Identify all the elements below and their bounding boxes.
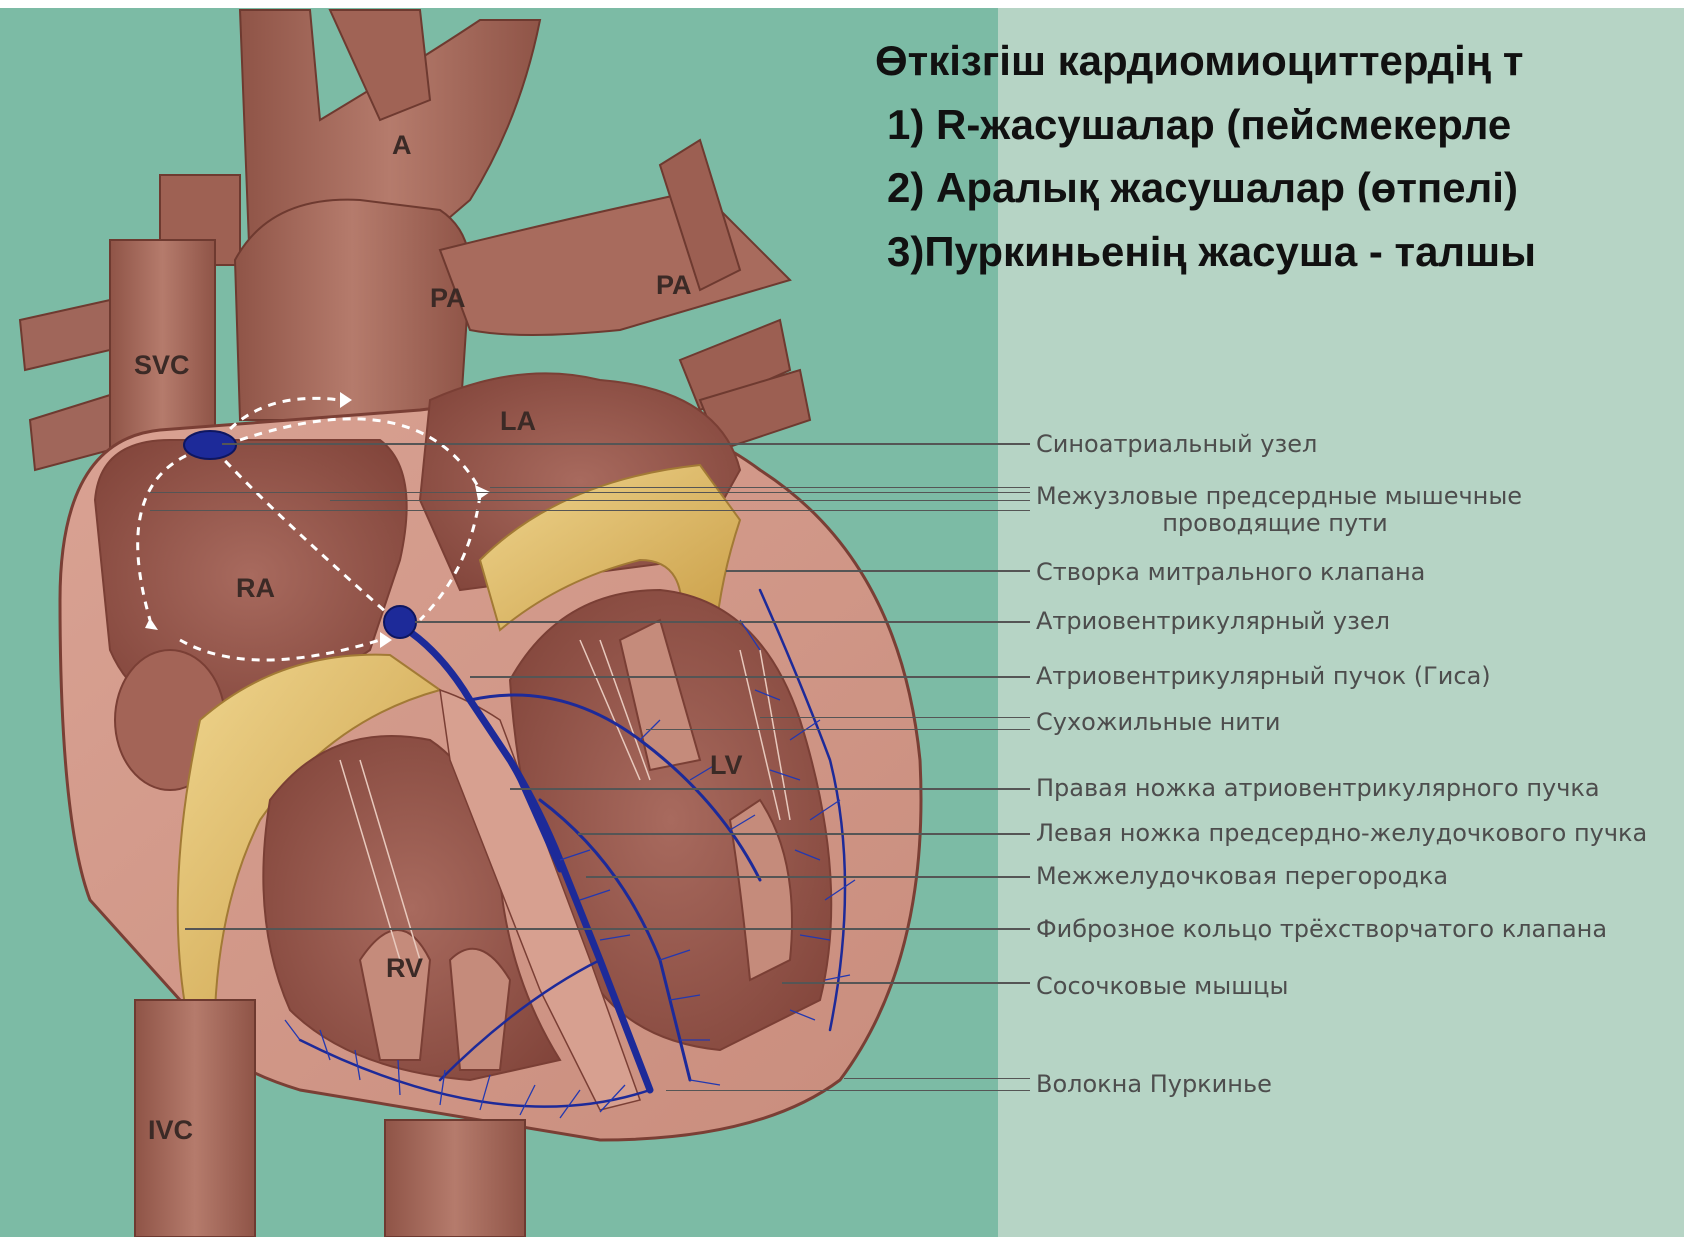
leader-internodal-2 [330, 500, 1030, 501]
heading-line-4: 3)Пуркиньенің жасуша - талшы [887, 231, 1536, 273]
label-la: LA [500, 408, 536, 435]
label-tricuspid-ring: Фиброзное кольцо трёхстворчатого клапана [1036, 917, 1607, 941]
label-lv: LV [710, 752, 743, 779]
label-chordae: Сухожильные нити [1036, 710, 1280, 734]
leader-septum [586, 876, 1030, 878]
label-av-node: Атриовентрикулярный узел [1036, 609, 1390, 633]
label-purkinje: Волокна Пуркинье [1036, 1072, 1272, 1096]
label-sa-node: Синоатриальный узел [1036, 432, 1317, 456]
leader-left-branch [578, 833, 1030, 835]
heading-line-1: Өткізгіш кардиомиоциттердің т [875, 40, 1523, 82]
great-vessels [20, 10, 810, 470]
label-right-branch: Правая ножка атриовентрикулярного пучка [1036, 776, 1600, 800]
av-node [384, 606, 416, 638]
heading-line-2: 1) R-жасушалар (пейсмекерле [887, 104, 1511, 146]
leader-his-bundle [470, 676, 1030, 678]
superior-vena-cava [110, 240, 215, 450]
leader-purkinje-2 [844, 1078, 1030, 1079]
heading-line-3: 2) Аралық жасушалар (өтпелі) [887, 167, 1518, 209]
leader-sa-node [222, 443, 1030, 445]
label-internodal-line-1: Межузловые предсердные мышечные [1036, 484, 1522, 508]
leader-papillary [782, 982, 1030, 984]
label-pa-right: PA [656, 272, 692, 299]
label-svc: SVC [134, 352, 190, 379]
label-papillary: Сосочковые мышцы [1036, 974, 1288, 998]
label-rv: RV [386, 955, 423, 982]
label-ivc: IVC [148, 1117, 193, 1144]
label-internodal-line-2: проводящие пути [1000, 511, 1550, 535]
label-septum: Межжелудочковая перегородка [1036, 864, 1448, 888]
label-ra: RA [236, 575, 275, 602]
leader-internodal-3 [490, 487, 1030, 488]
leader-tricuspid-ring [185, 928, 1030, 930]
leader-chordae-2 [760, 717, 1030, 718]
leader-internodal-4 [150, 510, 1030, 511]
label-left-branch: Левая ножка предсердно-желудочкового пуч… [1036, 821, 1647, 845]
label-pa-left: PA [430, 285, 466, 312]
leader-right-branch [510, 788, 1030, 790]
leader-mitral [726, 570, 1030, 572]
leader-chordae-1 [646, 729, 1030, 730]
leader-av-node [415, 621, 1030, 623]
label-his-bundle: Атриовентрикулярный пучок (Гиса) [1036, 664, 1491, 688]
label-aorta: A [392, 132, 412, 159]
sa-node [184, 431, 236, 459]
leader-purkinje-1 [666, 1090, 1030, 1091]
label-mitral-cusp: Створка митрального клапана [1036, 560, 1425, 584]
leader-internodal-1 [150, 492, 1030, 493]
